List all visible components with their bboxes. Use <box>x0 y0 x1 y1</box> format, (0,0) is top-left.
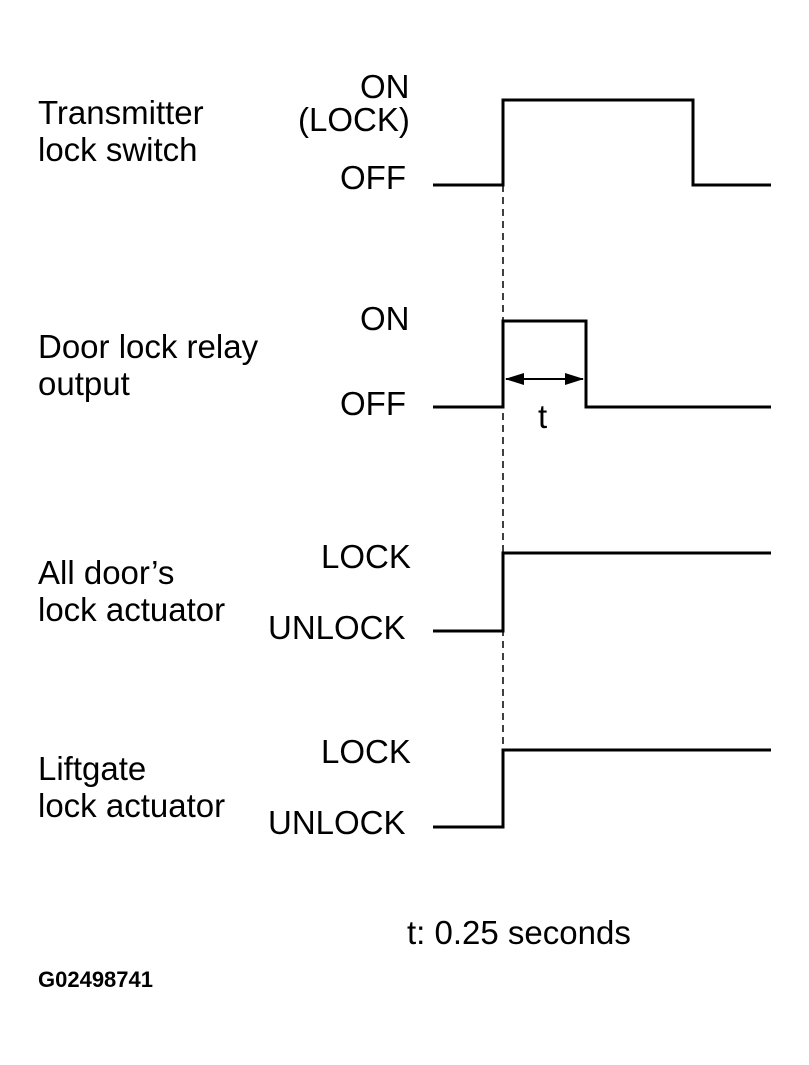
figure-id: G02498741 <box>38 967 153 992</box>
signal-all-doors-lock-actuator: All door’s lock actuator LOCK UNLOCK <box>38 538 771 646</box>
signal-label-line: lock actuator <box>38 591 225 628</box>
interval-dimension-arrow <box>505 373 584 385</box>
signal-label-line: lock switch <box>38 131 198 168</box>
high-state-label: LOCK <box>321 733 411 770</box>
low-state-label: OFF <box>340 159 406 196</box>
high-state-label: LOCK <box>321 538 411 575</box>
high-state-label: (LOCK) <box>298 101 410 138</box>
signal-label-line: Transmitter <box>38 94 204 131</box>
interval-label: t <box>538 398 547 435</box>
signal-label-line: output <box>38 365 130 402</box>
footnote: t: 0.25 seconds <box>407 914 631 951</box>
high-state-label: ON <box>360 300 410 337</box>
signal-label-line: Liftgate <box>38 750 146 787</box>
waveform-transmitter-lock-switch <box>433 98 771 187</box>
signal-label-line: All door’s <box>38 554 174 591</box>
low-state-label: UNLOCK <box>268 804 406 841</box>
signal-door-lock-relay-output: Door lock relay output ON OFF t <box>38 300 771 435</box>
high-state-label: ON <box>360 68 410 105</box>
low-state-label: OFF <box>340 385 406 422</box>
waveform-door-lock-relay-output <box>433 319 771 409</box>
signal-liftgate-lock-actuator: Liftgate lock actuator LOCK UNLOCK <box>38 733 771 841</box>
signal-label-line: Door lock relay <box>38 328 259 365</box>
waveform-liftgate-lock-actuator <box>433 748 771 829</box>
signal-transmitter-lock-switch: Transmitter lock switch ON (LOCK) OFF <box>38 68 771 196</box>
low-state-label: UNLOCK <box>268 609 406 646</box>
signal-label-line: lock actuator <box>38 787 225 824</box>
waveform-all-doors-lock-actuator <box>433 551 771 633</box>
